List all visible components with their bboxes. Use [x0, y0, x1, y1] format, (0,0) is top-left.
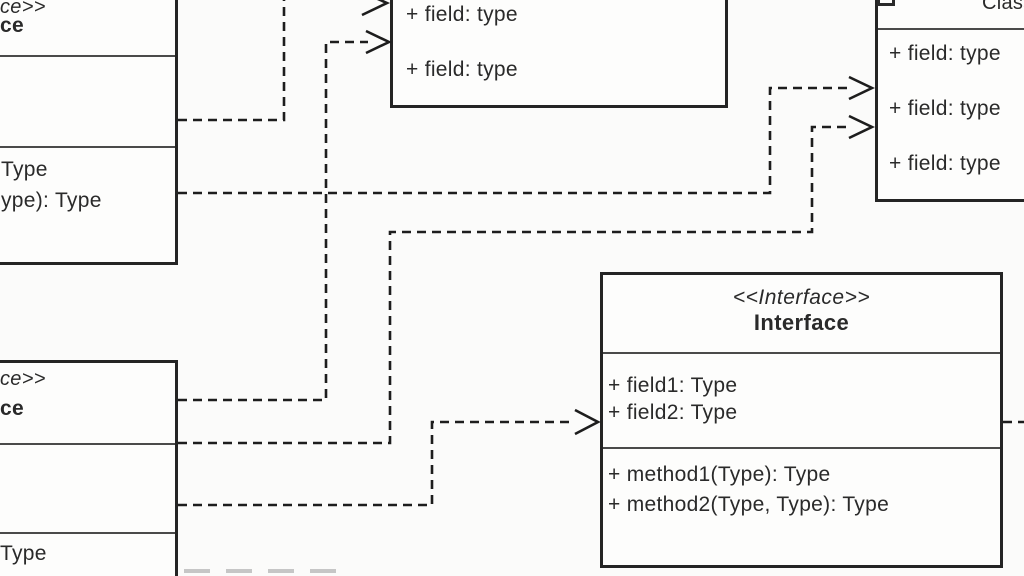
class-box-top-right [875, 0, 1024, 202]
method-label: Type [0, 542, 47, 565]
stereotype-label: ce>> [0, 0, 46, 18]
section-divider [603, 352, 1000, 354]
section-divider [0, 532, 175, 534]
field-label: + field: type [889, 97, 1001, 120]
field-label: + field: type [889, 42, 1001, 65]
section-divider [0, 443, 175, 445]
field-label: + field1: Type [608, 374, 738, 397]
method-label: + method1(Type): Type [608, 463, 831, 486]
dependency-arrow-bottomleft-to-topmiddle [178, 29, 393, 402]
class-box-top-middle [390, 0, 728, 108]
field-label: + field: type [406, 58, 518, 81]
interface-name: Interface [753, 310, 850, 335]
field-label: + field: type [406, 3, 518, 26]
interface-box [600, 272, 1003, 568]
class-name-label: ce [0, 397, 24, 420]
field-label: + field: type [889, 152, 1001, 175]
dependency-arrow-topleft-to-class [178, 75, 876, 195]
class-box-top-left [0, 0, 178, 265]
dependency-arrow-topleft-upward [178, 0, 391, 122]
section-divider [603, 447, 1000, 449]
class-box-bottom-left [0, 360, 178, 576]
section-divider [0, 146, 175, 148]
section-divider [0, 55, 175, 57]
interface-stereotype: <<Interface>> [732, 286, 871, 309]
field-label: + field2: Type [608, 401, 738, 424]
method-label: ype): Type [1, 189, 102, 212]
class-name-label: ce [0, 14, 24, 37]
dependency-arrow-bottomleft-to-class [178, 114, 876, 445]
dependency-arrow-bottomleft-to-interface [178, 408, 601, 507]
class-icon [877, 0, 895, 6]
class-name-label: Class [982, 0, 1024, 14]
method-label: Type [1, 158, 48, 181]
section-divider [878, 28, 1024, 30]
stereotype-label: ce>> [0, 368, 46, 390]
method-label: + method2(Type, Type): Type [608, 493, 890, 516]
